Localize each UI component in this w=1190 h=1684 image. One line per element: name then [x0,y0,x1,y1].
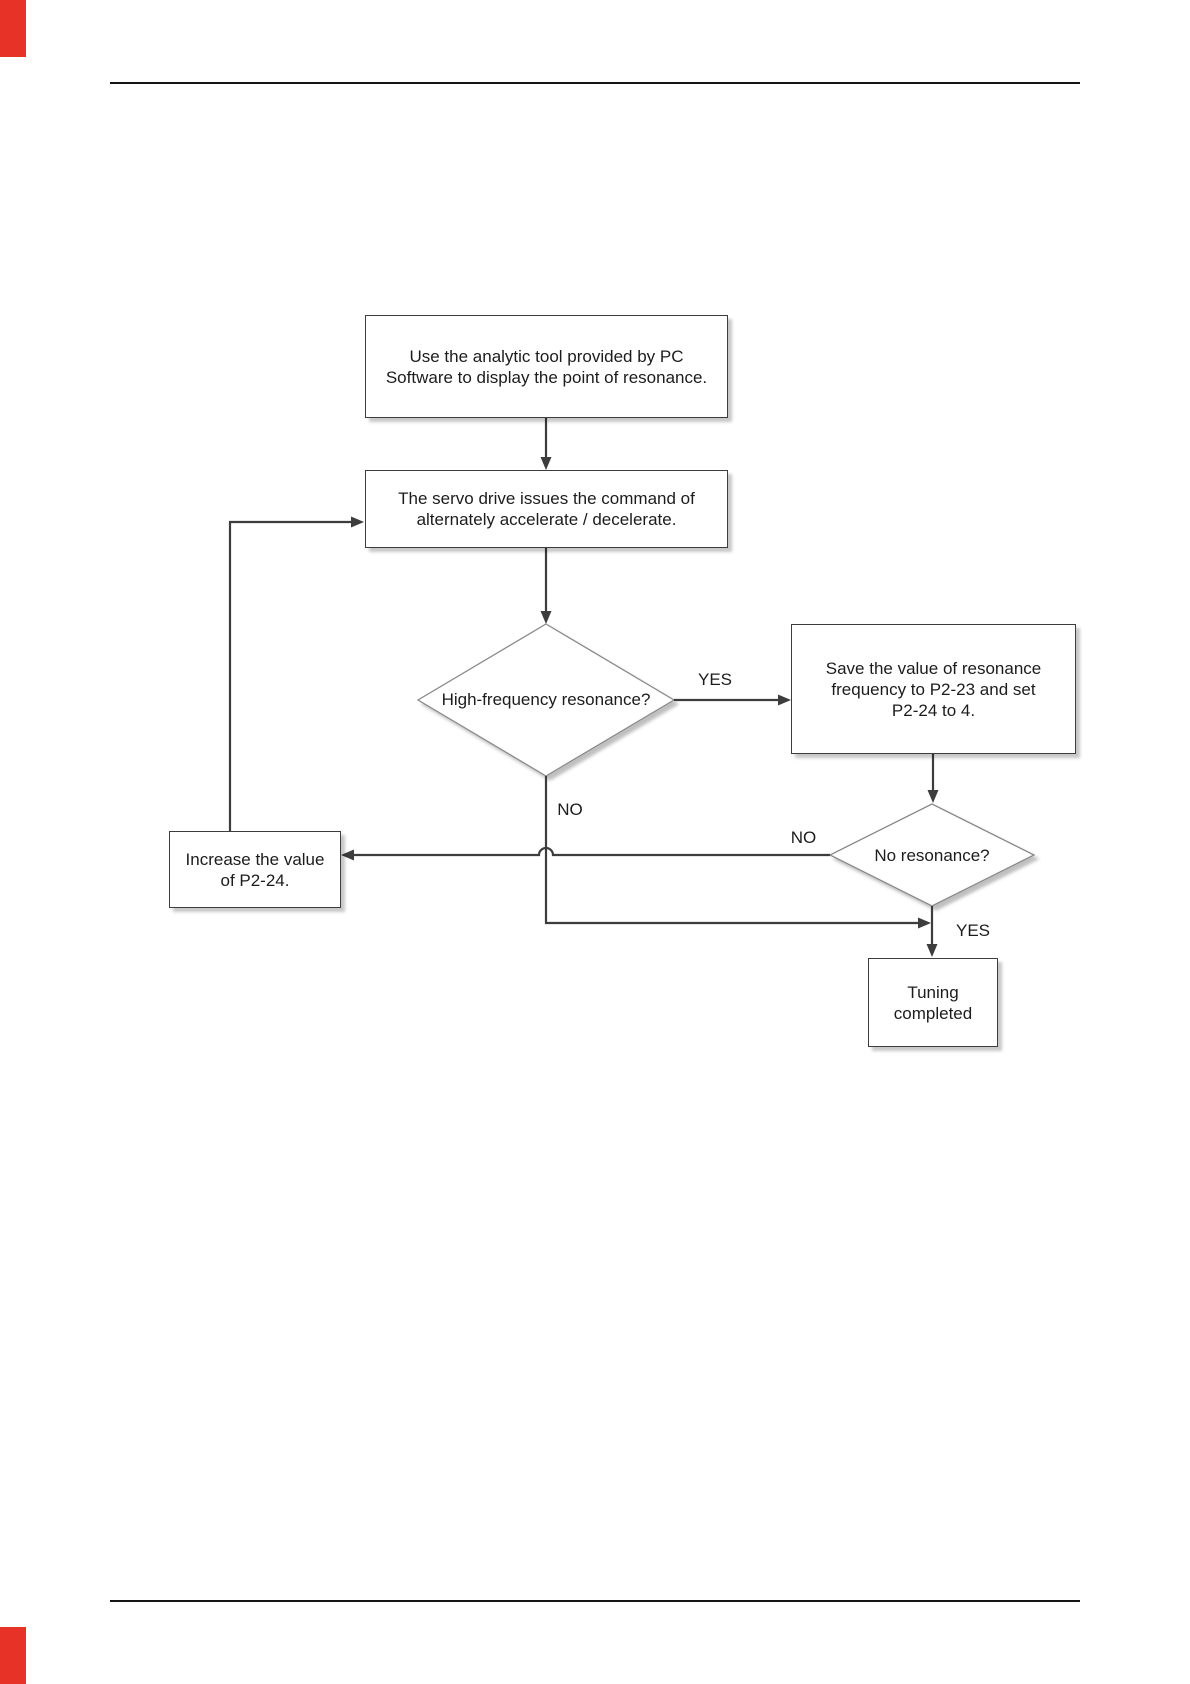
header-rule [110,82,1080,84]
page-edge-mark-bottom [0,1627,26,1684]
connector-noresonance-no-to-increase [350,846,830,857]
flow-node-save-resonance: Save the value of resonance frequency to… [791,624,1076,754]
arrowhead-down-into-noresonance [927,790,939,803]
decision-label-no-resonance: No resonance? [874,846,990,865]
branch-label-yes-highfreq: YES [697,670,733,689]
flow-node-analytic-tool: Use the analytic tool provided by PC Sof… [365,315,728,418]
arrowhead-down-into-tuning [926,944,938,957]
connector-highfreq-no-to-tuning [544,776,923,925]
page-edge-mark-top [0,0,26,57]
arrowhead-down-into-servo [540,457,552,470]
branch-label-yes-noresonance: YES [955,921,991,940]
branch-label-no-highfreq: NO [557,800,583,819]
decision-label-high-frequency-resonance: High-frequency resonance? [441,690,651,709]
arrowhead-right-into-save [778,694,791,706]
flow-node-tuning-completed: Tuning completed [868,958,998,1047]
flow-node-servo-command: The servo drive issues the command of al… [365,470,728,548]
connector-increase-feedback-to-servo [228,520,356,831]
arrowhead-right-join-tuning [918,917,931,929]
arrowhead-left-into-increase [341,849,354,861]
branch-label-no-noresonance: NO [790,828,817,847]
footer-rule [110,1600,1080,1602]
arrowhead-down-into-highfreq [540,611,552,624]
flow-node-increase-p224: Increase the value of P2-24. [169,831,341,908]
arrowhead-right-into-servo [351,516,364,528]
